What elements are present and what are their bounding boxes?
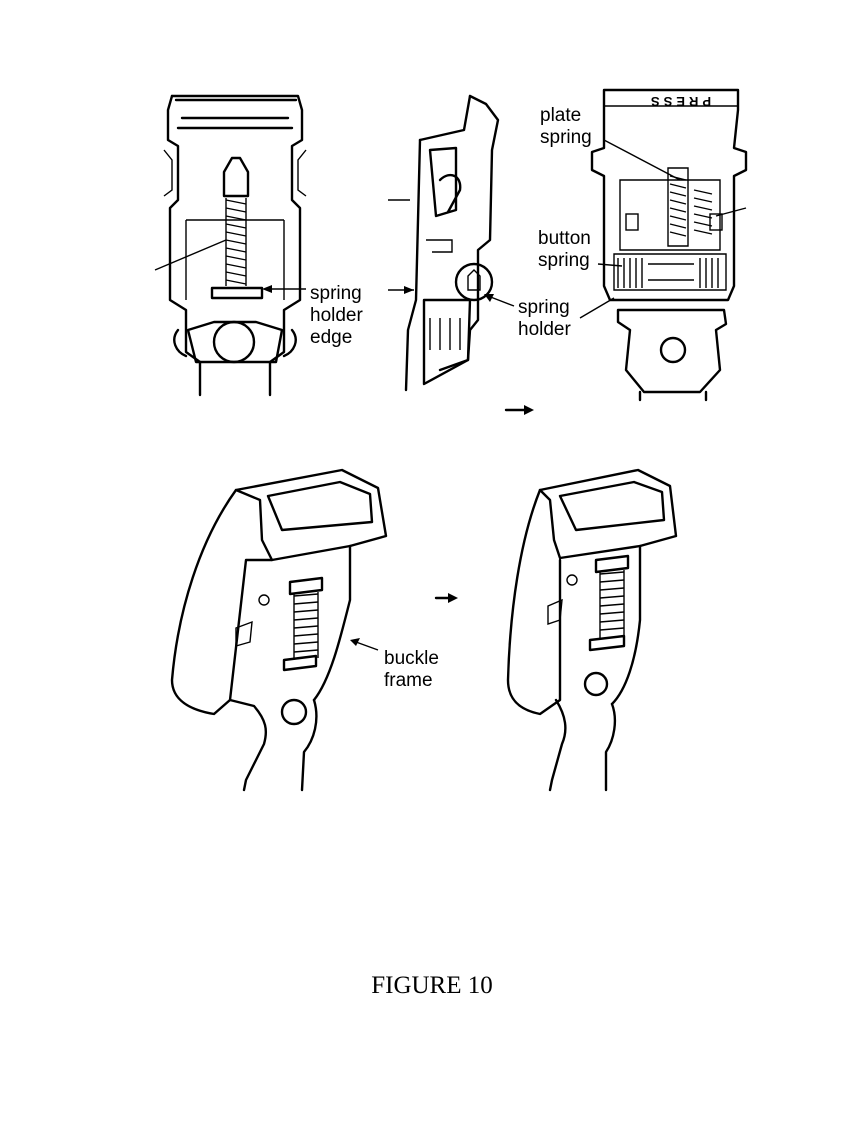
buckle-front-view xyxy=(154,94,307,397)
spring-holder-edge-label: spring holder edge xyxy=(310,283,363,348)
buckle-perspective-after xyxy=(506,468,678,792)
figure-caption: FIGURE 10 xyxy=(371,972,493,999)
buckle-frame-label: buckle frame xyxy=(384,648,439,691)
plate-spring-label: plate spring xyxy=(540,105,592,148)
spring-holder-label: spring holder xyxy=(518,297,571,340)
front-coil-spring xyxy=(225,198,247,286)
buckle-perspective-before xyxy=(170,468,388,792)
buckle-rear-view xyxy=(579,88,748,402)
perspective-before-spring xyxy=(293,592,319,660)
button-spring-label: button spring xyxy=(538,228,591,271)
perspective-after-spring xyxy=(599,570,625,640)
plate-spring-coil xyxy=(667,167,713,247)
button-spring-coil xyxy=(613,253,727,291)
press-button-text: PRESS xyxy=(647,94,712,109)
buckle-side-view xyxy=(388,94,534,415)
